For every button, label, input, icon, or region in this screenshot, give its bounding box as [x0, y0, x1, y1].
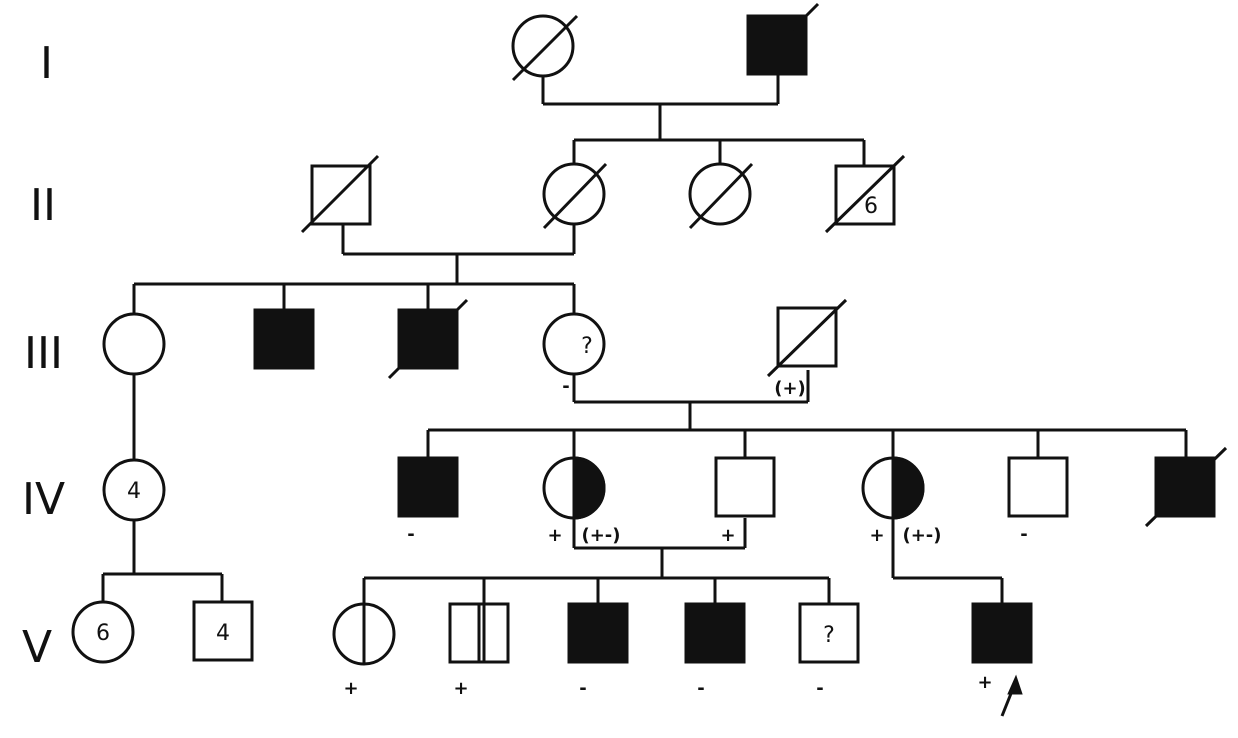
test-result-mark: +: [869, 525, 884, 546]
individual-IV-2: -: [397, 456, 459, 545]
proband-arrow-icon: [1000, 674, 1023, 717]
test-result-mark: +: [453, 678, 468, 699]
test-result-mark: -: [562, 376, 569, 397]
affected-male-symbol: [397, 456, 459, 518]
individual-V-2: 4: [192, 600, 254, 662]
individual-V-6: -: [684, 602, 746, 699]
individual-IV-7: [1144, 446, 1228, 528]
individual-III-5: (+): [766, 298, 848, 399]
deceased-slash: [1144, 446, 1228, 528]
deceased-slash: [542, 162, 608, 230]
sibling-count: 4: [127, 479, 141, 504]
affected-male-symbol: [971, 602, 1033, 664]
generation-label-3: III: [24, 328, 63, 379]
female-symbol: [688, 162, 752, 226]
sibling-count: 6: [864, 194, 878, 219]
male-symbol: [192, 600, 254, 662]
connection-lines: [101, 74, 1188, 604]
individual-V-5: -: [567, 602, 629, 699]
deceased-slash: [824, 154, 906, 234]
test-result-mark: +: [720, 525, 735, 546]
female-symbol: [542, 162, 606, 226]
individual-II-1: [300, 154, 380, 234]
test-result-mark: +: [343, 678, 358, 699]
individual-III-4: ? -: [542, 312, 606, 397]
test-result-mark: +: [547, 525, 562, 546]
individual-II-2: [542, 162, 608, 230]
deceased-slash: [300, 154, 380, 234]
test-result-mark: (+-): [581, 525, 620, 546]
female-symbol: [511, 14, 575, 78]
female-symbol: [71, 600, 135, 664]
individual-III-2: [253, 308, 315, 370]
individual-I-1: [511, 14, 579, 82]
deceased-slash: [688, 162, 754, 230]
male-symbol: [714, 456, 776, 518]
test-result-mark: -: [407, 524, 414, 545]
individual-IV-6: -: [1007, 456, 1069, 545]
unknown-status-mark: ?: [581, 334, 593, 359]
individual-IV-4: +: [714, 456, 776, 546]
individual-IV-3: + (+-): [542, 456, 621, 546]
test-result-mark: (+): [774, 378, 806, 399]
sibling-count: 6: [96, 621, 110, 646]
test-result-mark: +: [977, 672, 992, 693]
affected-male-symbol: [567, 602, 629, 664]
male-symbol: [798, 602, 860, 664]
individual-II-3: [688, 162, 754, 230]
affected-male-symbol: [684, 602, 746, 664]
individual-III-3: [387, 298, 469, 380]
individual-II-4: 6: [824, 154, 906, 234]
male-symbol: [1007, 456, 1069, 518]
half-affected-fill: [572, 456, 606, 520]
test-result-mark: -: [1020, 524, 1027, 545]
generation-label-4: IV: [22, 474, 65, 525]
individual-V-3: +: [332, 602, 396, 699]
female-symbol: [102, 312, 166, 376]
affected-male-symbol: [253, 308, 315, 370]
generation-label-5: V: [22, 622, 52, 673]
deceased-slash: [387, 298, 469, 380]
individual-V-8: +: [971, 602, 1033, 717]
test-result-mark: -: [579, 678, 586, 699]
proband-arrow-head: [1007, 674, 1023, 695]
individual-I-2: [746, 2, 820, 76]
unknown-status-mark: ?: [823, 623, 835, 648]
sibling-count: 4: [216, 621, 230, 646]
deceased-slash: [790, 2, 820, 32]
individual-V-7: ? -: [798, 602, 860, 699]
generation-label-1: I: [40, 38, 53, 89]
individual-III-1: [102, 312, 166, 376]
test-result-mark: -: [697, 678, 704, 699]
individual-V-1: 6: [71, 600, 135, 664]
test-result-mark: (+-): [902, 525, 941, 546]
test-result-mark: -: [816, 678, 823, 699]
female-symbol: [102, 458, 166, 522]
deceased-slash: [511, 14, 579, 82]
individual-IV-1: 4: [102, 458, 166, 522]
half-affected-fill: [891, 456, 925, 520]
female-symbol: [542, 312, 606, 376]
individual-V-4: +: [448, 602, 510, 699]
individual-IV-5: + (+-): [861, 456, 942, 546]
deceased-slash: [766, 298, 848, 378]
generation-label-2: II: [30, 180, 56, 231]
